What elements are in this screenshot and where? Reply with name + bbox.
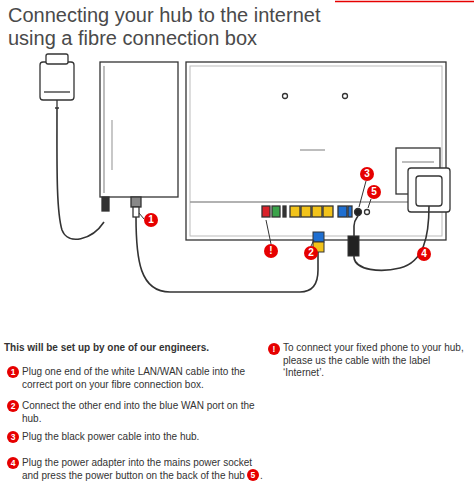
phone-note: To connect your fixed phone to your hub,…	[283, 342, 470, 380]
callout-number: 2	[304, 246, 318, 260]
callout-text: !	[268, 343, 280, 355]
callout-circle	[7, 400, 19, 412]
step-text: Plug one end of the white LAN/WAN cable …	[22, 366, 267, 391]
step-text: .	[260, 470, 263, 483]
callout-number: 4	[7, 457, 19, 469]
callout-circle	[7, 431, 19, 443]
hub-power-adapter	[354, 168, 450, 270]
callout-number: 5	[367, 185, 381, 199]
callout-number: 3	[360, 167, 374, 181]
callout-circle	[367, 185, 381, 199]
callout-number: 5	[247, 469, 259, 481]
callout-text: 3	[7, 431, 19, 443]
leader-line	[266, 220, 271, 244]
callout-circle	[7, 457, 19, 469]
callout-circle	[417, 247, 431, 261]
callout-text: 1	[144, 213, 158, 227]
cable-tag	[348, 236, 359, 256]
step-text: Connect the other end into the blue WAN …	[22, 400, 267, 425]
callout-number: 1	[144, 213, 158, 227]
callout-text: !	[264, 244, 278, 258]
callout-circle	[144, 213, 158, 227]
callout-circle	[264, 244, 278, 258]
callout-text: 4	[7, 457, 19, 469]
callout-text: 1	[7, 366, 19, 378]
callout-text: 2	[304, 246, 318, 260]
callout-text: 5	[247, 469, 259, 481]
callout-circle	[304, 246, 318, 260]
callout-number: 2	[7, 400, 19, 412]
callout-number: 4	[417, 247, 431, 261]
leader-line	[139, 213, 144, 219]
hub	[186, 62, 446, 240]
callout-number: 1	[7, 366, 19, 378]
note-heading: This will be set up by one of our engine…	[4, 342, 254, 355]
callout-circle	[247, 469, 259, 481]
callout-text: 3	[360, 167, 374, 181]
callout-text: 5	[367, 185, 381, 199]
step-text: Plug the power adapter into the mains po…	[22, 457, 267, 482]
callout-text: 2	[7, 400, 19, 412]
page-title: Connecting your hub to the internet usin…	[8, 4, 348, 50]
fibre-connection-box	[100, 62, 178, 217]
cable-tag	[313, 232, 324, 242]
leader-line	[368, 199, 371, 208]
fibre-box-adapter	[40, 54, 104, 239]
leader-line	[311, 240, 314, 246]
callout-number: !	[268, 343, 280, 355]
leader-line	[359, 181, 366, 207]
callout-circle	[360, 167, 374, 181]
callout-number: !	[264, 244, 278, 258]
callout-circle	[268, 343, 280, 355]
callout-text: 4	[417, 247, 431, 261]
page-rule	[335, 1, 474, 3]
step-text: Plug the black power cable into the hub.	[22, 431, 267, 444]
callout-number: 3	[7, 431, 19, 443]
callout-circle	[7, 366, 19, 378]
